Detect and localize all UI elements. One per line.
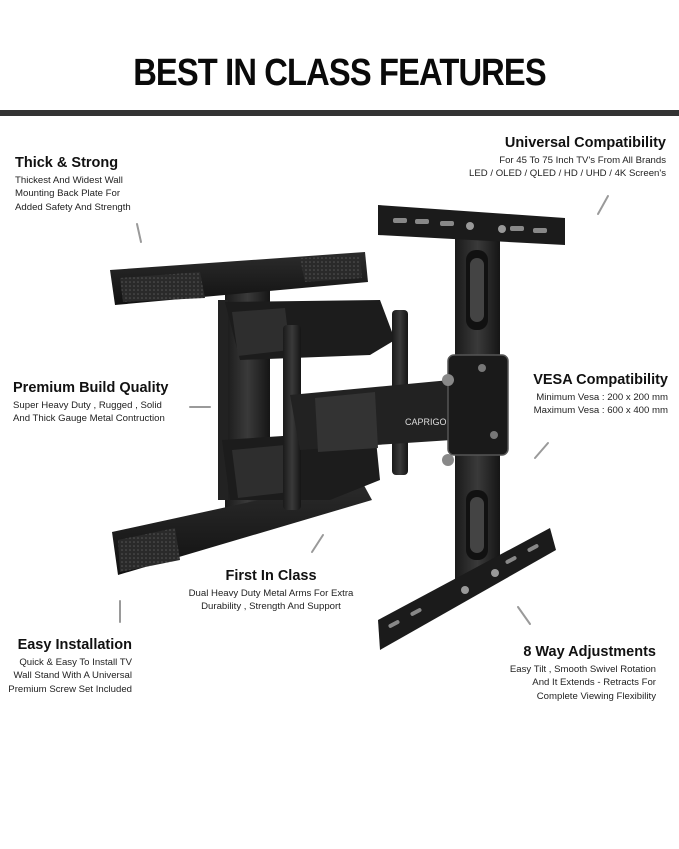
feature-vesa-compatibility: VESA Compatibility Minimum Vesa : 200 x …	[500, 372, 668, 418]
feature-text: Complete Viewing Flexibility	[536, 690, 656, 702]
feature-title: VESA Compatibility	[533, 372, 668, 388]
feature-universal-compatibility: Universal Compatibility For 45 To 75 Inc…	[430, 135, 666, 181]
feature-title: Premium Build Quality	[13, 380, 169, 396]
feature-text: Maximum Vesa : 600 x 400 mm	[533, 405, 668, 417]
feature-title: Easy Installation	[17, 637, 132, 653]
feature-title: First In Class	[225, 568, 317, 584]
feature-text: Thickest And Widest Wall	[15, 175, 123, 186]
feature-text: Dual Heavy Duty Metal Arms For Extra	[188, 588, 354, 599]
feature-title: Thick & Strong	[15, 155, 119, 171]
feature-text: Super Heavy Duty , Rugged , Solid	[13, 400, 162, 411]
feature-text: And It Extends - Retracts For	[532, 677, 656, 689]
feature-8-way-adjustments: 8 Way Adjustments Easy Tilt , Smooth Swi…	[480, 644, 656, 703]
feature-easy-installation: Easy Installation Quick & Easy To Instal…	[2, 637, 132, 696]
feature-text: Added Safety And Strength	[15, 201, 131, 213]
feature-text: Premium Screw Set Included	[8, 683, 132, 695]
feature-text: Mounting Back Plate For	[15, 188, 121, 200]
feature-text: For 45 To 75 Inch TV's From All Brands	[499, 155, 666, 166]
pointer-universal	[597, 195, 609, 215]
feature-thick-strong: Thick & Strong Thickest And Widest Wall …	[15, 155, 215, 214]
feature-text: Easy Tilt , Smooth Swivel Rotation	[509, 664, 656, 675]
pointer-first-class	[311, 534, 324, 553]
pointer-thick-strong	[136, 223, 142, 243]
pointer-vesa	[534, 442, 549, 459]
feature-text: LED / OLED / QLED / HD / UHD / 4K Screen…	[469, 168, 666, 180]
tilt-hinge	[447, 354, 509, 456]
feature-first-in-class: First In Class Dual Heavy Duty Metal Arm…	[170, 568, 372, 614]
brand-mark: CAPRIGO	[405, 417, 447, 427]
pivot-post-left	[283, 325, 301, 510]
feature-text: And Thick Gauge Metal Contruction	[13, 413, 165, 425]
pointer-adjust	[517, 606, 531, 625]
feature-text: Durability , Strength And Support	[201, 601, 341, 613]
feature-title: Universal Compatibility	[504, 135, 666, 151]
feature-title: 8 Way Adjustments	[523, 644, 656, 660]
feature-text: Minimum Vesa : 200 x 200 mm	[536, 392, 668, 403]
title-divider	[0, 110, 679, 116]
feature-text: Quick & Easy To Install TV	[19, 657, 132, 668]
page-title: BEST IN CLASS FEATURES	[133, 52, 546, 94]
feature-premium-build: Premium Build Quality Super Heavy Duty ,…	[13, 380, 213, 426]
feature-text: Wall Stand With A Universal	[13, 670, 132, 682]
